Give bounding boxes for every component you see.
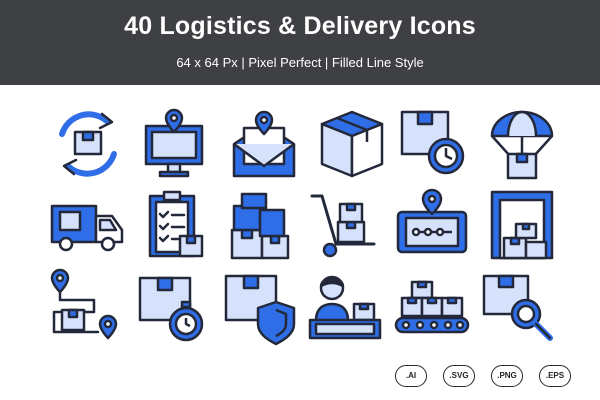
computer-location-icon xyxy=(134,104,214,184)
clipboard-checklist-icon xyxy=(136,186,216,266)
package-box-icon xyxy=(312,104,392,184)
delivery-truck-icon xyxy=(48,186,128,266)
route-pins-icon xyxy=(44,268,124,348)
tablet-route-icon xyxy=(392,186,472,266)
courier-counter-icon xyxy=(306,268,386,348)
stacked-boxes-icon xyxy=(222,186,302,266)
format-badge-eps: .EPS xyxy=(539,365,571,387)
mail-location-icon xyxy=(224,104,304,184)
format-badge-png: .PNG xyxy=(491,365,523,387)
page-title: 40 Logistics & Delivery Icons xyxy=(124,12,476,40)
box-cycle-icon xyxy=(48,104,128,184)
hand-truck-icon xyxy=(306,186,386,266)
warehouse-door-icon xyxy=(482,186,562,266)
format-badge-svg: .SVG xyxy=(443,365,475,387)
box-clock-icon xyxy=(394,104,474,184)
box-shield-icon xyxy=(222,268,302,348)
parachute-box-icon xyxy=(482,104,562,184)
box-stopwatch-icon xyxy=(134,268,214,348)
header-banner: 40 Logistics & Delivery Icons 64 x 64 Px… xyxy=(0,0,600,85)
page-subtitle: 64 x 64 Px | Pixel Perfect | Filled Line… xyxy=(176,55,424,70)
box-search-icon xyxy=(478,268,558,348)
conveyor-belt-icon xyxy=(392,268,472,348)
format-badge-ai: .AI xyxy=(395,365,427,387)
format-badges: .AI .SVG .PNG .EPS xyxy=(370,365,590,387)
